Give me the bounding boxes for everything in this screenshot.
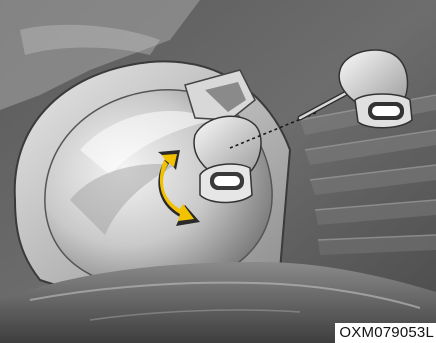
figure-code-label: OXM079053L — [335, 323, 436, 343]
bulb-socket-icon — [194, 116, 261, 202]
